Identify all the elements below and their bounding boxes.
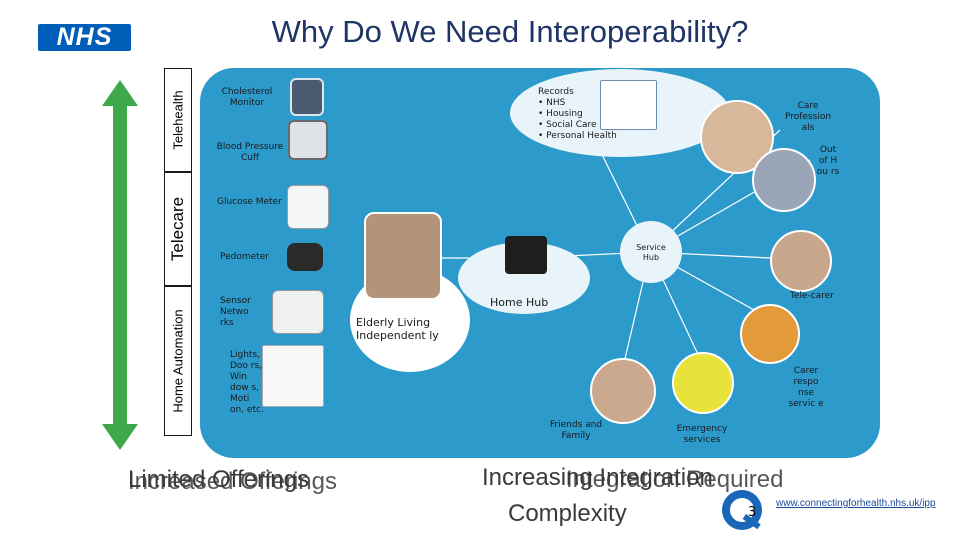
item-glucose: Glucose Meter <box>217 197 287 208</box>
blood-pressure-cuff-icon <box>288 120 328 160</box>
records-bullet: • Personal Health <box>538 131 618 142</box>
records-bullet-text: Personal Health <box>546 131 617 141</box>
label-emergency-services: Emergency services <box>668 424 736 446</box>
complexity-text: Complexity <box>508 500 627 528</box>
connecting-for-health-icon <box>712 484 772 534</box>
label-carer-response: Carer respo nse servic e <box>786 366 826 410</box>
label-friends-family: Friends and Family <box>542 420 610 442</box>
ambulance-photo <box>672 352 734 414</box>
pedometer-icon <box>287 243 323 271</box>
glucose-meter-icon <box>287 185 329 229</box>
carer-response-photo <box>740 304 800 364</box>
item-blood-pressure: Blood Pressure Cuff <box>215 142 285 164</box>
item-pedometer: Pedometer <box>220 252 280 263</box>
home-automation-icon <box>262 345 324 407</box>
friends-family-photo <box>590 358 656 424</box>
item-sensor-networks: Sensor Netwo rks <box>220 296 264 329</box>
item-lights-doors: Lights, Doo rs, Win dow s, Moti on, etc. <box>230 350 264 416</box>
cholesterol-monitor-icon <box>290 78 324 116</box>
tele-carer-photo <box>770 230 832 292</box>
records-windows-icon <box>600 80 657 130</box>
label-out-of-hours: Out of H ou rs <box>816 145 840 178</box>
records-bullet-text: NHS <box>546 98 565 108</box>
label-care-professionals: Care Profession als <box>778 101 838 134</box>
footer-url[interactable]: www.connectingforhealth.nhs.uk/ipp <box>776 498 948 509</box>
page-number: 3 <box>748 505 756 520</box>
label-home-hub: Home Hub <box>490 296 570 309</box>
home-hub-device-icon <box>505 236 547 274</box>
sensor-network-icon <box>272 290 324 334</box>
out-of-hours-photo <box>752 148 816 212</box>
label-service-hub: Service Hub <box>628 243 674 263</box>
records-bullet-text: Housing <box>546 109 583 119</box>
item-cholesterol: Cholesterol Monitor <box>215 87 279 109</box>
increased-offerings-text: Increased Offerings <box>128 468 337 496</box>
elderly-person-photo <box>364 212 442 300</box>
records-bullet-text: Social Care <box>546 120 596 130</box>
label-elderly-living: Elderly Living Independent ly <box>356 316 466 342</box>
label-tele-carer: Tele-carer <box>790 291 850 302</box>
